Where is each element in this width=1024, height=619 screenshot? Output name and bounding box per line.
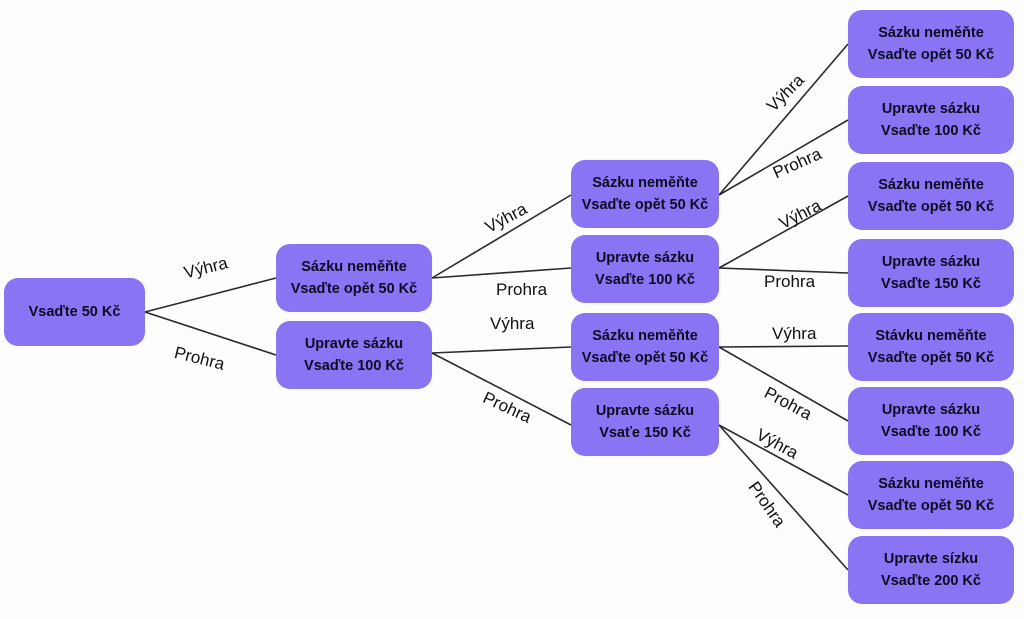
node-root-label: Vsaďte 50 Kč — [28, 304, 121, 320]
node-baa-line1: Stávku neměňte — [875, 328, 987, 344]
edge-label-ab-abb: Prohra — [764, 272, 816, 291]
node-ba-line2: Vsaďte opět 50 Kč — [581, 350, 709, 366]
node-bbb: Upravte sízku Vsaďte 200 Kč — [848, 536, 1014, 604]
node-b-line1: Upravte sázku — [304, 336, 404, 352]
edge-b-ba — [431, 346, 572, 354]
edge-aa-aab — [718, 119, 849, 196]
edge-a-aa — [431, 194, 572, 279]
node-aaa-line2: Vsaďte opět 50 Kč — [867, 47, 995, 63]
node-aba: Sázku neměňte Vsaďte opět 50 Kč — [848, 162, 1014, 230]
node-bb-line2: Vsaťe 150 Kč — [599, 425, 691, 441]
node-ba-line1: Sázku neměňte — [592, 328, 698, 344]
node-bb-line1: Upravte sázku — [595, 403, 695, 419]
edge-ab-abb — [718, 267, 849, 274]
edge-b-bb — [431, 352, 572, 426]
node-baa-line2: Vsaďte opět 50 Kč — [867, 350, 995, 366]
node-bab-line2: Vsaďte 100 Kč — [881, 424, 981, 440]
node-aab-line2: Vsaďte 100 Kč — [881, 123, 981, 139]
node-abb-line1: Upravte sázku — [881, 254, 981, 270]
node-b: Upravte sázku Vsaďte 100 Kč — [276, 321, 432, 389]
edge-bb-bba — [718, 424, 849, 496]
node-abb-line2: Vsaďte 150 Kč — [881, 276, 981, 292]
node-aa-line2: Vsaďte opět 50 Kč — [581, 197, 709, 213]
edge-bb-bbb — [718, 424, 849, 571]
node-bba: Sázku neměňte Vsaďte opět 50 Kč — [848, 461, 1014, 529]
node-bbb-line2: Vsaďte 200 Kč — [881, 573, 981, 589]
node-aaa: Sázku neměňte Vsaďte opět 50 Kč — [848, 10, 1014, 78]
node-aab-line1: Upravte sázku — [881, 101, 981, 117]
node-ba: Sázku neměňte Vsaďte opět 50 Kč — [571, 313, 719, 381]
node-aa-line1: Sázku neměňte — [592, 175, 698, 191]
edge-a-ab — [431, 267, 572, 279]
edge-root-a — [144, 277, 277, 313]
node-aaa-line1: Sázku neměňte — [878, 25, 984, 41]
node-aba-line1: Sázku neměňte — [878, 177, 984, 193]
edge-label-b-ba: Výhra — [490, 314, 535, 333]
node-b-line2: Vsaďte 100 Kč — [304, 358, 404, 374]
node-baa: Stávku neměňte Vsaďte opět 50 Kč — [848, 313, 1014, 381]
node-bab-line1: Upravte sázku — [881, 402, 981, 418]
node-bba-line2: Vsaďte opět 50 Kč — [867, 498, 995, 514]
edge-label-ba-baa: Výhra — [772, 324, 817, 343]
node-aab: Upravte sázku Vsaďte 100 Kč — [848, 86, 1014, 154]
node-ab-line1: Upravte sázku — [595, 250, 695, 266]
node-bbb-line1: Upravte sízku — [883, 551, 979, 567]
node-bb: Upravte sázku Vsaťe 150 Kč — [571, 388, 719, 456]
edge-aa-aaa — [718, 43, 849, 196]
node-aa: Sázku neměňte Vsaďte opět 50 Kč — [571, 160, 719, 228]
node-bba-line1: Sázku neměňte — [878, 476, 984, 492]
node-a: Sázku neměňte Vsaďte opět 50 Kč — [276, 244, 432, 312]
node-root: Vsaďte 50 Kč — [4, 278, 145, 346]
edge-ab-aba — [718, 195, 849, 269]
node-ab: Upravte sázku Vsaďte 100 Kč — [571, 235, 719, 303]
node-abb: Upravte sázku Vsaďte 150 Kč — [848, 239, 1014, 307]
edge-root-b — [144, 311, 277, 356]
node-a-line1: Sázku neměňte — [301, 259, 407, 275]
node-a-line2: Vsaďte opět 50 Kč — [290, 281, 418, 297]
node-ab-line2: Vsaďte 100 Kč — [595, 272, 695, 288]
node-bab: Upravte sázku Vsaďte 100 Kč — [848, 387, 1014, 455]
edge-ba-baa — [718, 345, 849, 348]
edge-ba-bab — [718, 346, 849, 422]
edge-label-a-ab: Prohra — [496, 280, 548, 299]
node-aba-line2: Vsaďte opět 50 Kč — [867, 199, 995, 215]
